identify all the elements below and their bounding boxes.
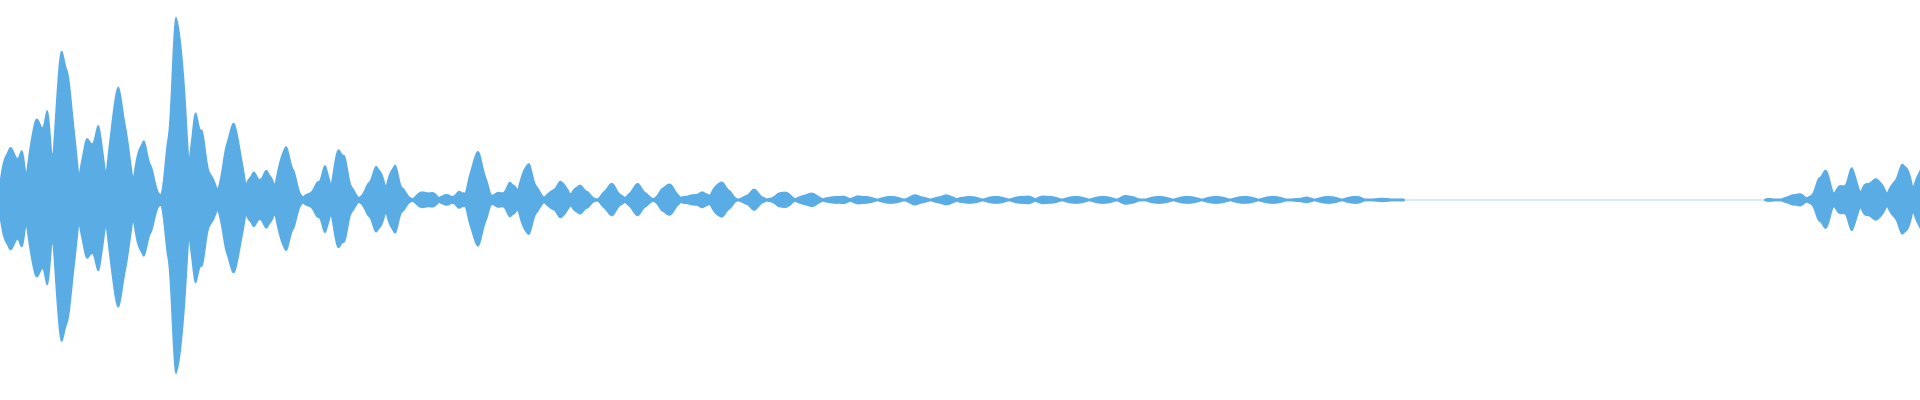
waveform-fill	[0, 15, 1920, 375]
